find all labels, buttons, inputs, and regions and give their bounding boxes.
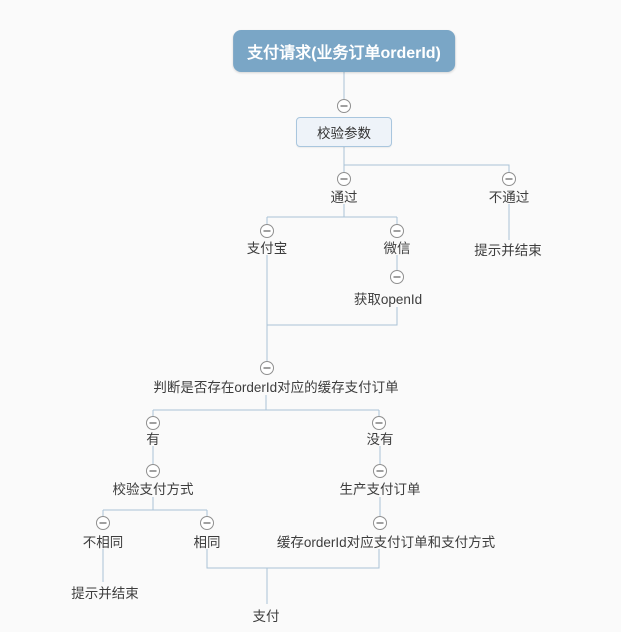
collapse-toggle-icon[interactable]: [260, 224, 274, 238]
topic-get-openid[interactable]: 获取openId: [353, 292, 423, 307]
topic-wechat[interactable]: 微信: [383, 241, 411, 256]
topic-has[interactable]: 有: [146, 432, 160, 447]
connector-merge-pay: [206, 549, 380, 604]
collapse-toggle-icon[interactable]: [200, 516, 214, 530]
topic-cache-order-method[interactable]: 缓存orderId对应支付订单和支付方式: [276, 535, 496, 550]
collapse-toggle-icon[interactable]: [373, 464, 387, 478]
collapse-toggle-icon[interactable]: [146, 416, 160, 430]
connector-judge-children: [152, 395, 380, 417]
topic-none[interactable]: 没有: [366, 432, 394, 447]
topic-fail-prompt-end[interactable]: 提示并结束: [474, 243, 542, 258]
collapse-toggle-icon[interactable]: [372, 416, 386, 430]
collapse-toggle-icon[interactable]: [390, 224, 404, 238]
topic-validate-params[interactable]: 校验参数: [296, 117, 392, 147]
topic-judge-cached-order[interactable]: 判断是否存在orderId对应的缓存支付订单: [153, 380, 399, 395]
topic-create-pay-order[interactable]: 生产支付订单: [339, 482, 421, 497]
topic-pass[interactable]: 通过: [330, 190, 358, 205]
topic-prompt-end[interactable]: 提示并结束: [71, 586, 139, 601]
connector-pass-children: [266, 204, 398, 225]
topic-not-same[interactable]: 不相同: [82, 535, 124, 550]
collapse-toggle-icon[interactable]: [337, 172, 351, 186]
collapse-toggle-icon[interactable]: [502, 172, 516, 186]
collapse-toggle-icon[interactable]: [373, 516, 387, 530]
topic-same[interactable]: 相同: [193, 535, 221, 550]
root-topic-payment-request[interactable]: 支付请求(业务订单orderId): [233, 30, 455, 72]
collapse-toggle-icon[interactable]: [260, 361, 274, 375]
topic-verify-pay-method[interactable]: 校验支付方式: [112, 482, 194, 497]
connector-merge-judge: [266, 255, 398, 362]
topic-alipay[interactable]: 支付宝: [246, 241, 288, 256]
collapse-toggle-icon[interactable]: [337, 99, 351, 113]
topic-fail[interactable]: 不通过: [488, 190, 530, 205]
connector-validate-children: [343, 146, 510, 173]
topic-pay[interactable]: 支付: [252, 609, 280, 624]
collapse-toggle-icon[interactable]: [96, 516, 110, 530]
collapse-toggle-icon[interactable]: [390, 270, 404, 284]
connector-verify-children: [102, 497, 208, 517]
collapse-toggle-icon[interactable]: [146, 464, 160, 478]
